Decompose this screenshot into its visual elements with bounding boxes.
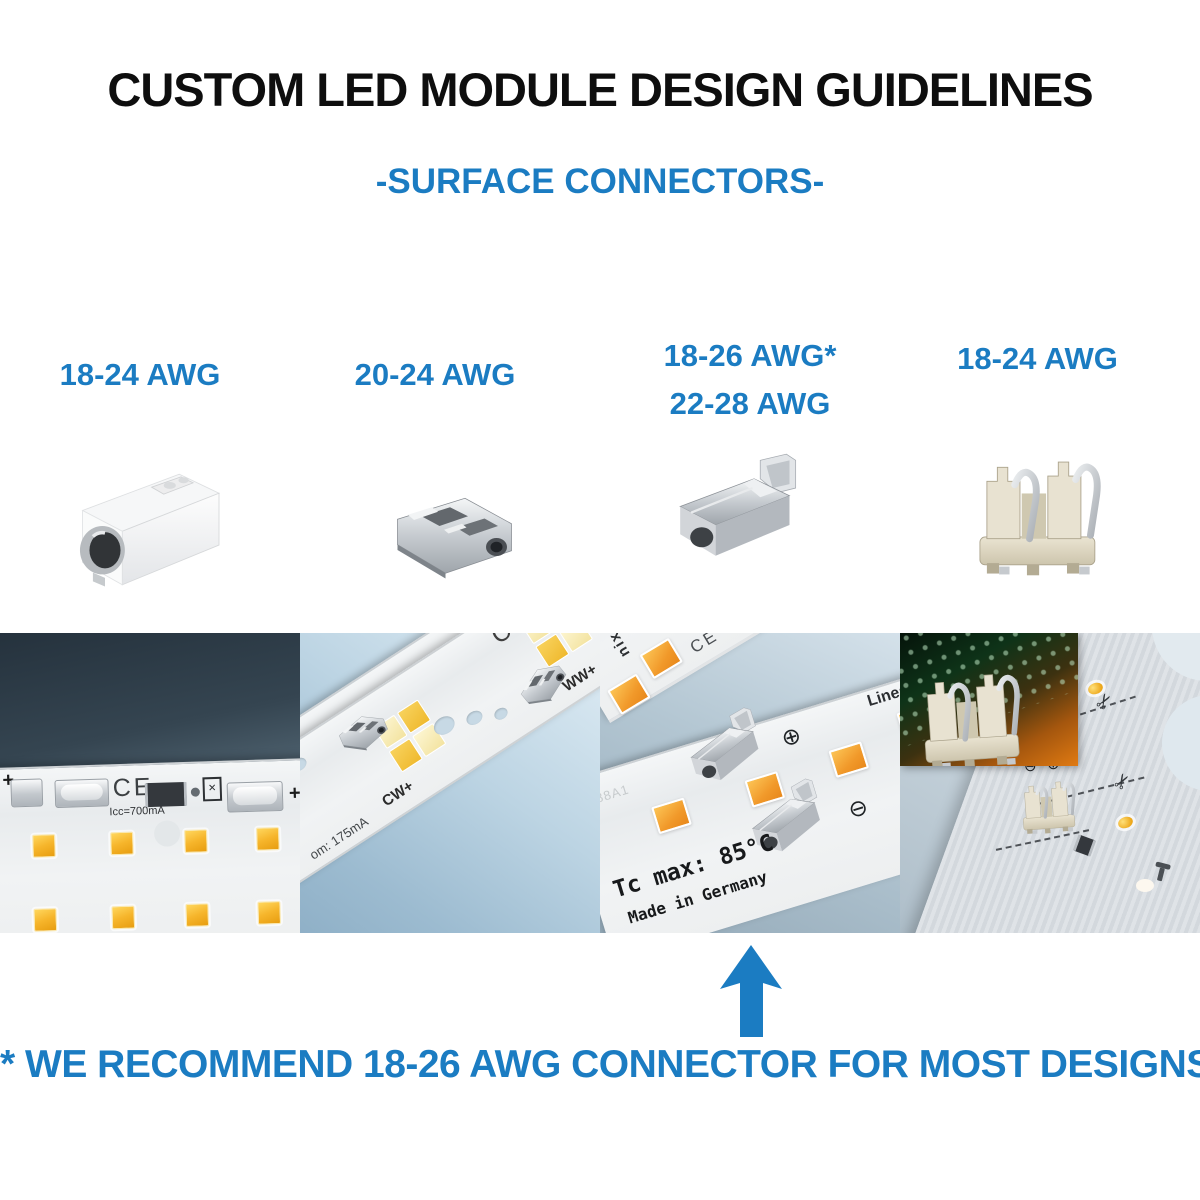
awg-label-col1: 18-24 AWG [59, 357, 221, 392]
led-chip [828, 741, 870, 778]
led-chip [33, 908, 58, 932]
awg-label-col4: 18-24 AWG [957, 341, 1118, 376]
plus-circle-icon: ⊕ [778, 721, 805, 752]
page-subtitle: -SURFACE CONNECTORS- [375, 162, 825, 201]
smd-flag-clamp-connector-image [660, 448, 822, 575]
page-title: CUSTOM LED MODULE DESIGN GUIDELINES [107, 63, 1093, 116]
pcb-hole [463, 707, 486, 728]
led-chip [651, 797, 692, 835]
awg-label-col3-line1: 18-26 AWG* [663, 338, 837, 373]
fiducial-dot [190, 787, 200, 797]
led-chip [639, 637, 683, 680]
awg-label-col3-line2: 22-28 AWG [669, 386, 831, 421]
ce-mark: CE [686, 633, 722, 658]
unpopulated-led-pad [1136, 879, 1154, 892]
led-chip [110, 831, 134, 856]
cw-polarity-label: CW+ [379, 777, 417, 811]
two-pin-header-connector-image [966, 436, 1114, 584]
led-chip [111, 905, 136, 930]
module-pcb: + CE Icc=700mA ✕ + [0, 757, 300, 933]
awg-label-col2: 20-24 AWG [354, 357, 516, 392]
strip-front: CE CW+ WW+ om: 175mA LUMITR [300, 633, 600, 886]
white-push-wire-connector-image [48, 446, 238, 594]
smd-component [144, 781, 188, 808]
awg-label-col3: 18-26 AWG* 22-28 AWG [610, 332, 890, 428]
minus-circle-icon: ⊖ [844, 792, 871, 824]
current-rating-label: om: 175mA [306, 813, 371, 863]
led-chip [32, 834, 56, 858]
led-chip [257, 901, 282, 925]
photo-flex-strip: ✂ ✂ ⊖ ⊕ [900, 633, 1200, 933]
pcb-hole [300, 755, 309, 774]
brand-partial-text: nix [604, 633, 634, 661]
header-connector-closeup [908, 651, 1036, 766]
photo-led-strips: CE CE CW+ WW+ om: 175mA LUMITR [300, 633, 600, 933]
series-label: Linear [865, 679, 900, 711]
pcb-hole [492, 705, 510, 723]
up-arrow-icon [720, 945, 782, 1037]
wire-connector-left [54, 778, 110, 809]
recommendation-footnote: * WE RECOMMEND 18-26 AWG CONNECTOR FOR M… [0, 1043, 1200, 1086]
led-chip [256, 827, 280, 851]
solder-end-cap [10, 778, 44, 808]
led-chip [184, 829, 208, 853]
led-chip [185, 903, 210, 927]
header-connector-mounted [1014, 769, 1084, 839]
photo-led-module: + CE Icc=700mA ✕ + [0, 633, 300, 933]
board-id-text: X88A1 [600, 781, 631, 809]
photo-linear-strip: nix CE X88A1 Linear ⊕ ⊖ Tc max: 85°C Mad… [600, 633, 900, 933]
polarity-plus-right: + [288, 782, 300, 805]
mounting-hole [153, 820, 181, 847]
weee-bin-icon: ✕ [202, 776, 223, 802]
connector-inset-photo [900, 633, 1078, 766]
led-chip [607, 673, 651, 715]
wire-connector-right [226, 780, 284, 813]
smd-clamp-connector-image [378, 477, 528, 590]
